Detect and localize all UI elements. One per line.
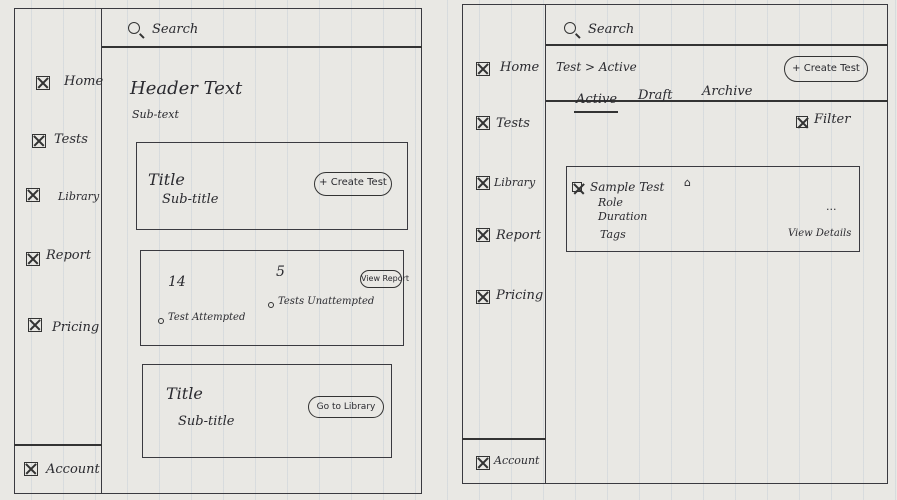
stats-card xyxy=(140,250,404,346)
create-test-button[interactable]: + Create Test xyxy=(314,172,392,196)
more-options-icon[interactable]: ... xyxy=(826,200,837,213)
sidebar-item-label: Home xyxy=(500,60,540,75)
page-subtitle: Sub-text xyxy=(132,108,179,121)
sidebar-item-label: Library xyxy=(494,176,536,189)
report-icon xyxy=(26,252,40,266)
search-icon xyxy=(128,22,140,34)
breadcrumb: Test > Active xyxy=(556,60,637,74)
search-icon xyxy=(564,22,576,34)
search-label: Search xyxy=(588,22,635,37)
checkbox-icon[interactable] xyxy=(572,182,582,192)
tabs-divider xyxy=(546,100,888,102)
tab-label: Draft xyxy=(638,88,673,103)
card-title: Title xyxy=(148,170,185,189)
account-icon xyxy=(24,462,38,476)
create-test-card xyxy=(136,142,408,230)
sidebar-item-label: Tests xyxy=(496,116,530,131)
home-icon xyxy=(36,76,50,90)
library-icon xyxy=(26,188,40,202)
tests-icon xyxy=(476,116,490,130)
search-bar-divider xyxy=(102,46,422,48)
tab-label: Archive xyxy=(702,84,753,99)
view-report-button[interactable]: View Report xyxy=(360,270,409,288)
test-card xyxy=(566,166,860,252)
lock-icon: ⌂ xyxy=(684,176,691,189)
tests-icon xyxy=(32,134,46,148)
go-to-library-button[interactable]: Go to Library xyxy=(308,396,384,418)
library-card xyxy=(142,364,392,458)
attempted-count: 14 xyxy=(168,274,186,290)
account-icon xyxy=(476,456,490,470)
test-duration: Duration xyxy=(598,210,648,223)
active-tab-underline xyxy=(574,111,618,113)
test-tags: Tags xyxy=(600,228,626,241)
filter-icon xyxy=(796,116,808,128)
pricing-icon xyxy=(28,318,42,332)
sidebar-item-label: Account xyxy=(46,462,100,477)
unattempted-count: 5 xyxy=(276,264,285,280)
bullet-icon xyxy=(268,302,274,308)
unattempted-label: Tests Unattempted xyxy=(278,296,375,307)
test-title: Sample Test xyxy=(590,180,665,194)
sidebar-account-divider xyxy=(14,444,102,446)
attempted-label: Test Attempted xyxy=(168,312,246,323)
create-test-button[interactable]: + Create Test xyxy=(784,56,868,82)
sidebar-item-label: Home xyxy=(64,74,104,89)
sidebar-account-divider xyxy=(462,438,546,440)
library-icon xyxy=(476,176,490,190)
sidebar-item-label: Account xyxy=(494,454,540,467)
test-role: Role xyxy=(598,196,623,209)
bullet-icon xyxy=(158,318,164,324)
report-icon xyxy=(476,228,490,242)
search-bar-divider xyxy=(546,44,888,46)
card-subtitle: Sub-title xyxy=(162,192,219,207)
search-label: Search xyxy=(152,22,199,37)
sidebar-item-label: Report xyxy=(496,228,542,243)
tab-label: Active xyxy=(576,92,618,107)
sidebar xyxy=(14,8,102,494)
sidebar-item-label: Library xyxy=(58,190,100,203)
page-title: Header Text xyxy=(130,78,243,99)
pricing-icon xyxy=(476,290,490,304)
sidebar xyxy=(462,4,546,484)
filter-label: Filter xyxy=(814,112,851,127)
sidebar-item-label: Tests xyxy=(54,132,88,147)
sidebar-item-label: Pricing xyxy=(496,288,544,303)
card-subtitle: Sub-title xyxy=(178,414,235,429)
card-title: Title xyxy=(166,384,203,403)
home-icon xyxy=(476,62,490,76)
sidebar-item-label: Report xyxy=(46,248,92,263)
sidebar-item-label: Pricing xyxy=(52,320,100,335)
view-details-button[interactable]: View Details xyxy=(788,228,852,239)
